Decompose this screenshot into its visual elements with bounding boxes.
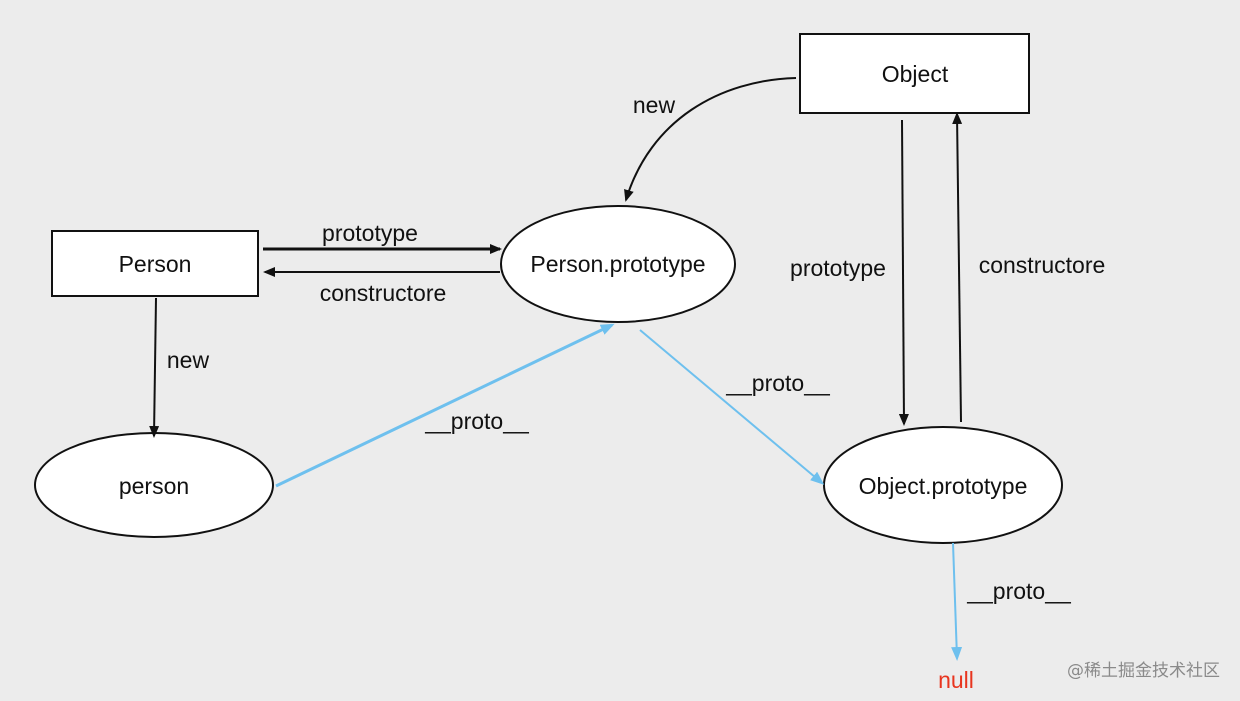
person-node-label: Person bbox=[119, 251, 192, 277]
object-constructor-label: constructore bbox=[979, 252, 1106, 278]
person-new-label: new bbox=[167, 347, 210, 373]
object-prototype-label-text: prototype bbox=[790, 255, 886, 281]
person-constructor-label: constructore bbox=[320, 280, 447, 306]
object-new-edge bbox=[624, 77, 797, 202]
object-constructor-edge bbox=[952, 112, 963, 423]
null-label: null bbox=[938, 667, 974, 693]
person-prototype-label-text: prototype bbox=[322, 220, 418, 246]
person-instance-label: person bbox=[119, 473, 189, 499]
object-prototype-label: Object.prototype bbox=[859, 473, 1028, 499]
object-node bbox=[799, 33, 1030, 114]
personproto-proto-label: __proto__ bbox=[725, 370, 831, 396]
object-prototype-edge bbox=[898, 119, 909, 426]
instance-proto-edge bbox=[275, 323, 615, 488]
person-node bbox=[51, 230, 259, 297]
objproto-proto-edge bbox=[951, 542, 963, 661]
object-node-label: Object bbox=[882, 61, 949, 87]
personproto-proto-edge bbox=[639, 329, 825, 485]
instance-proto-label: __proto__ bbox=[424, 408, 530, 434]
person-new-edge bbox=[149, 297, 160, 438]
person-prototype-node bbox=[500, 205, 736, 323]
objproto-proto-label: __proto__ bbox=[966, 578, 1072, 604]
object-prototype-node bbox=[823, 426, 1063, 544]
person-prototype-label: Person.prototype bbox=[530, 251, 705, 277]
watermark: @稀土掘金技术社区 bbox=[1067, 661, 1220, 681]
object-new-label: new bbox=[633, 92, 676, 118]
